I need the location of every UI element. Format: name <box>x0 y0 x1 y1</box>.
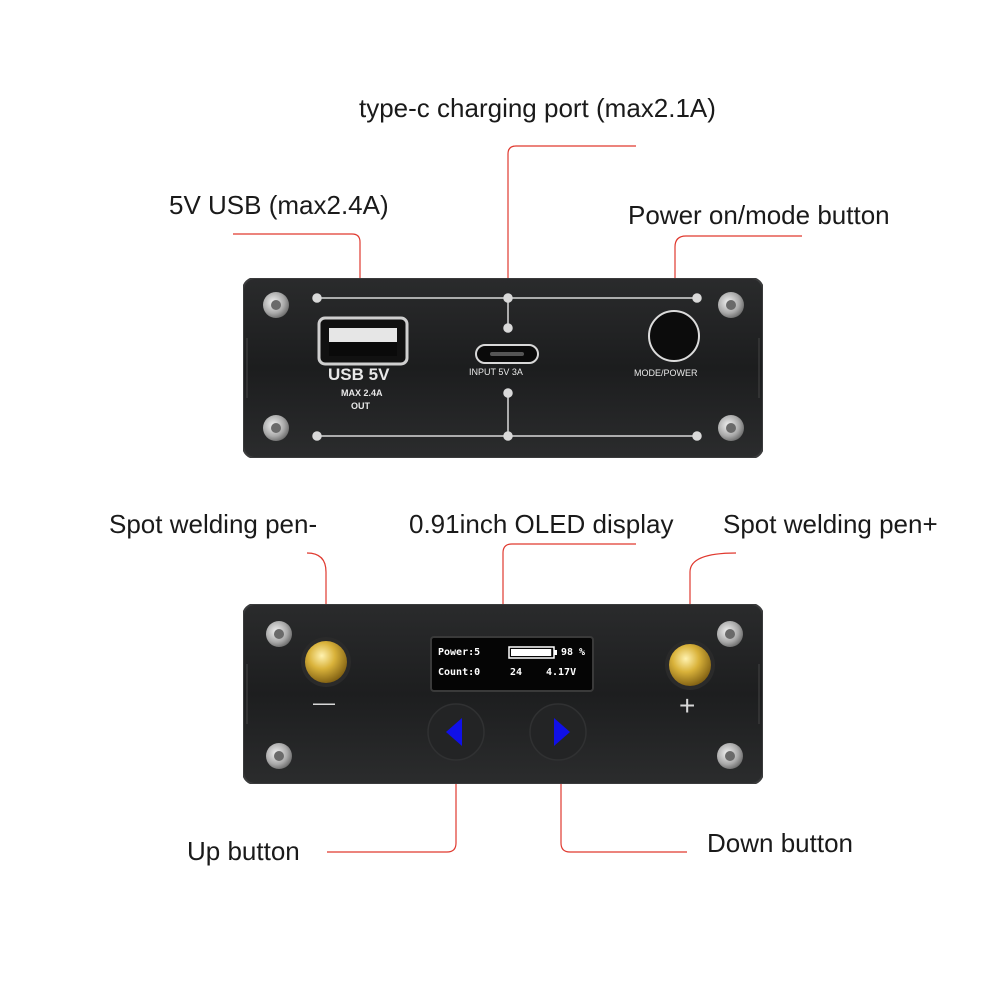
oled-power-text: Power:5 <box>438 647 481 658</box>
usb-spec-label: MAX 2.4A <box>341 388 383 398</box>
typec-input-label: INPUT 5V 3A <box>469 367 523 377</box>
oled-display <box>431 637 593 691</box>
oled-voltage: 4.17V <box>546 667 577 678</box>
pen-plus-terminal[interactable] <box>665 640 715 690</box>
callout-typec-port: type-c charging port (max2.1A) <box>359 93 716 123</box>
up-button[interactable] <box>428 704 484 760</box>
usb-c-port[interactable] <box>476 345 538 363</box>
callout-power-button: Power on/mode button <box>628 200 890 230</box>
plus-sign: + <box>679 690 696 721</box>
callout-down-button: Down button <box>707 828 853 858</box>
oled-count-text: Count:0 <box>438 667 481 678</box>
power-mode-button[interactable] <box>649 311 699 361</box>
usb-out-label: OUT <box>351 401 370 411</box>
callout-oled-display: 0.91inch OLED display <box>409 509 674 539</box>
oled-battery-percent: 98 % <box>561 647 586 658</box>
bottom-panel-body <box>242 603 764 785</box>
usb-a-port[interactable] <box>319 318 407 364</box>
minus-sign: — <box>313 690 335 715</box>
callout-up-button: Up button <box>187 836 300 866</box>
oled-count-value: 24 <box>510 667 523 678</box>
bottom-screws <box>266 621 743 769</box>
device-top-panel: USB 5V MAX 2.4A OUT INPUT 5V 3A MODE/POW… <box>242 277 764 459</box>
callout-pen-plus: Spot welding pen+ <box>723 509 938 539</box>
device-bottom-panel: Power:5 98 % Count:0 24 4.17V — + <box>242 603 764 785</box>
pen-minus-terminal[interactable] <box>301 637 351 687</box>
callout-usb-port: 5V USB (max2.4A) <box>169 190 389 220</box>
top-screws <box>263 292 744 441</box>
callout-pen-minus: Spot welding pen- <box>109 509 318 539</box>
mode-power-label: MODE/POWER <box>634 368 698 378</box>
usb-port-label: USB 5V <box>328 365 390 384</box>
down-button[interactable] <box>530 704 586 760</box>
